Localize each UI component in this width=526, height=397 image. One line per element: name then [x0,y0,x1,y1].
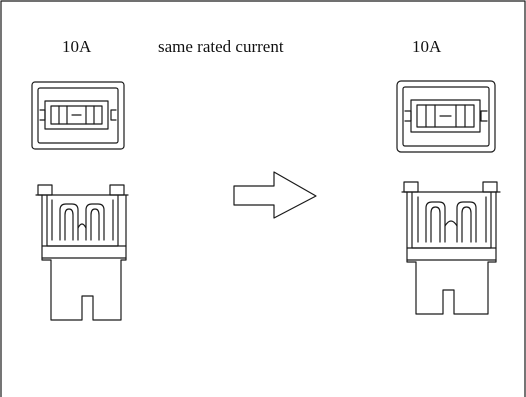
left-fuse-front-view [35,184,129,321]
left-fuse-top-view [31,81,125,150]
right-rating-label: 10A [412,37,442,56]
right-fuse-front-view [401,181,501,315]
right-arrow-icon [233,171,317,219]
same-rated-current-label: same rated current [158,37,284,56]
left-rating-label: 10A [62,37,92,56]
right-fuse-top-view [396,80,496,153]
